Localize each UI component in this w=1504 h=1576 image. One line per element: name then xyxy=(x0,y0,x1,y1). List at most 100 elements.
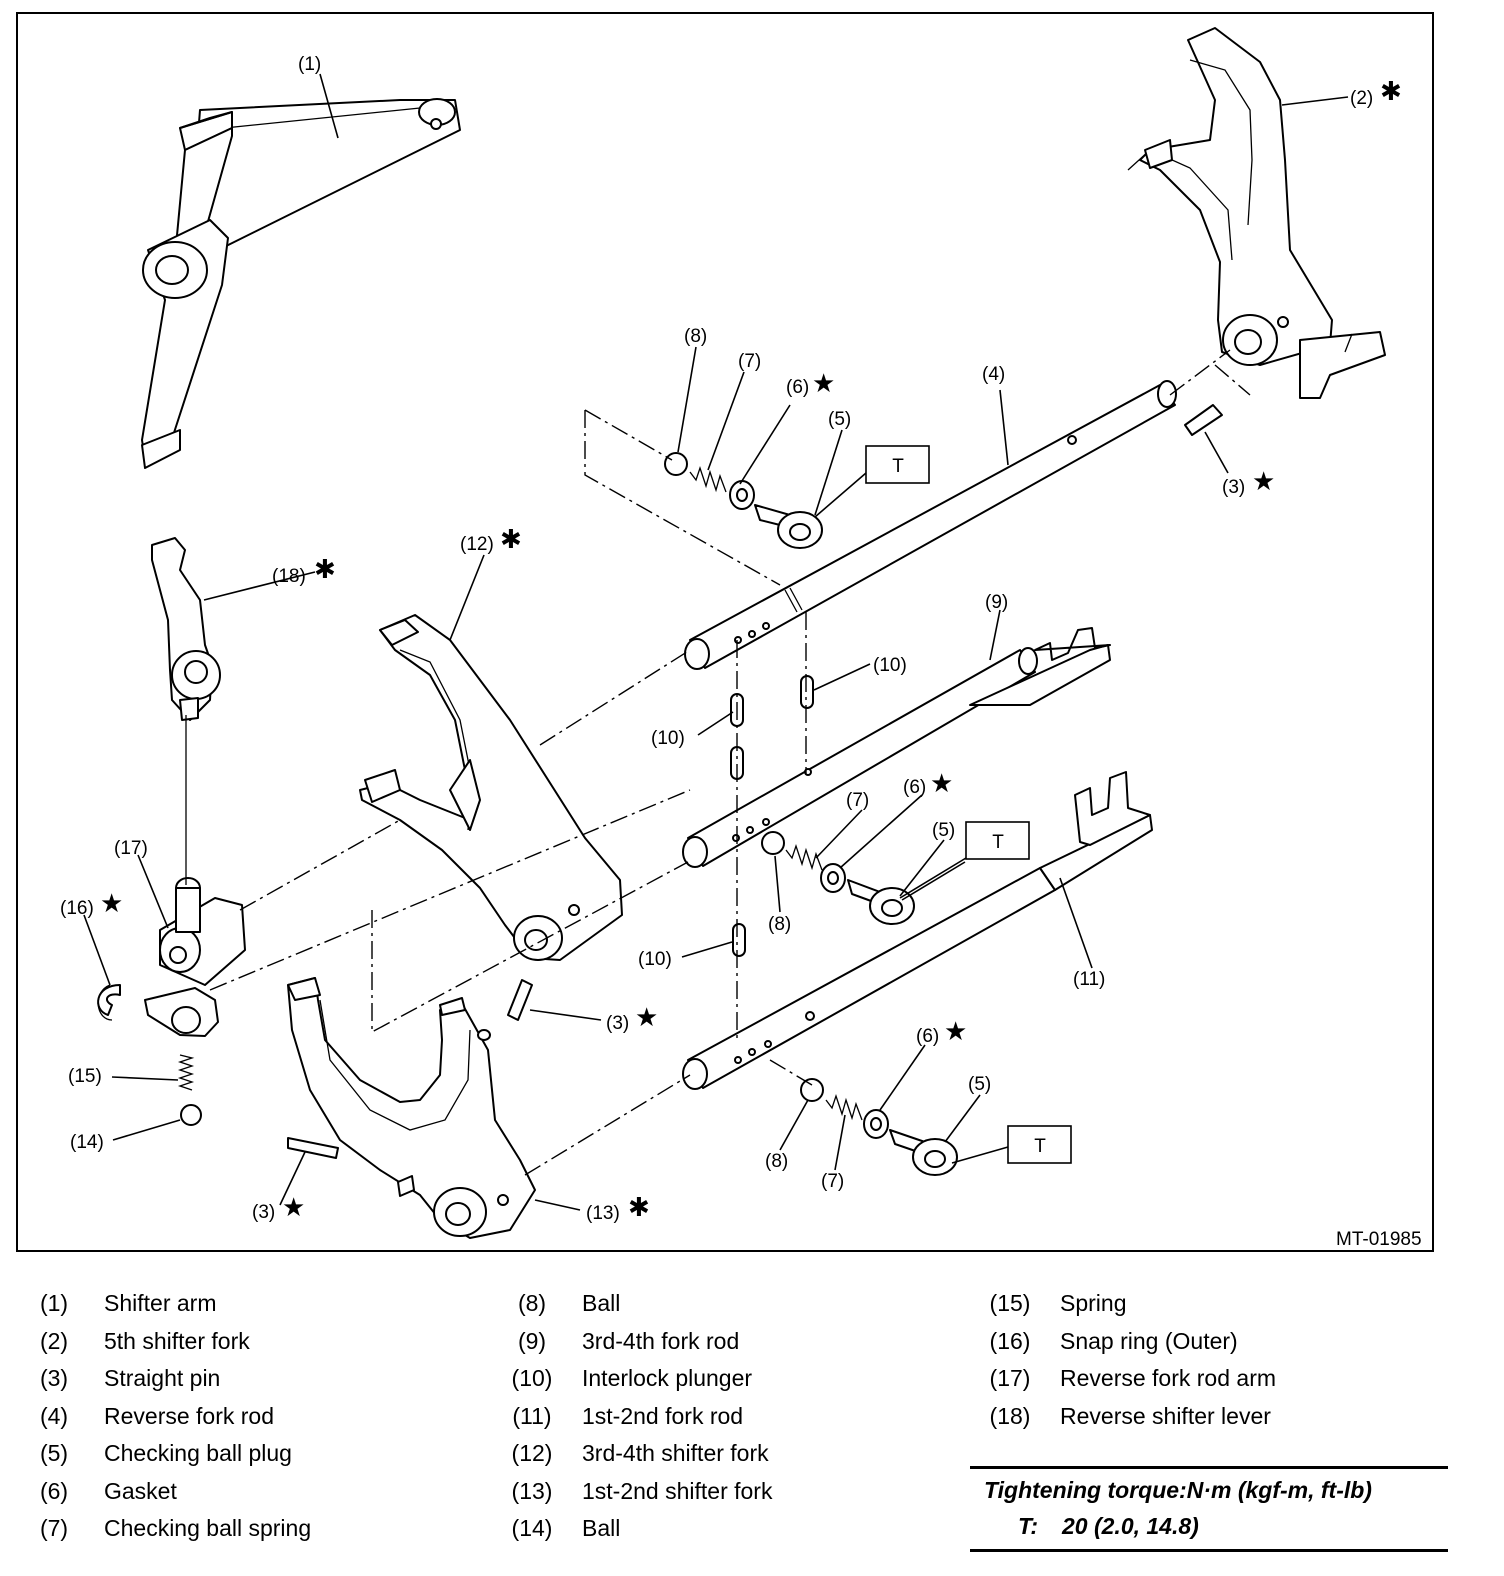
callout-8b: (8) xyxy=(768,914,791,935)
callout-1: (1) xyxy=(298,54,321,75)
legend-item-label: Straight pin xyxy=(104,1365,221,1391)
svg-text:✱: ✱ xyxy=(314,555,336,585)
legend-item-number: (7) xyxy=(39,1515,69,1541)
legend-item-label: Shifter arm xyxy=(104,1290,217,1316)
legend-item-number: (12) xyxy=(511,1440,553,1466)
5th-shifter-fork xyxy=(1127,27,1386,399)
legend-item-label: Spring xyxy=(1060,1290,1127,1316)
legend-item-number: (16) xyxy=(989,1327,1031,1354)
interlock-plungers xyxy=(730,675,814,957)
spring-15 xyxy=(177,1054,195,1091)
svg-text:✱: ✱ xyxy=(1380,77,1402,107)
legend-item-label: Ball xyxy=(582,1515,621,1541)
exploded-diagram: T T T (1) (2) ✱ (4) (8) (7) (6) ★ (5) (3… xyxy=(60,27,1422,1250)
callout-14: (14) xyxy=(70,1132,104,1153)
callout-4: (4) xyxy=(982,364,1005,385)
callout-3b: (3) xyxy=(606,1013,629,1034)
legend-item-number: (18) xyxy=(989,1402,1031,1429)
callout-6c: (6) xyxy=(916,1026,939,1047)
callout-3a: (3) xyxy=(1222,477,1245,498)
callout-7b: (7) xyxy=(846,790,869,811)
callout-3c: (3) xyxy=(252,1202,275,1223)
torque-box-2 xyxy=(965,821,1030,860)
callout-7c: (7) xyxy=(821,1171,844,1192)
svg-text:★: ★ xyxy=(100,889,123,919)
callout-7a: (7) xyxy=(738,351,761,372)
reverse-shifter-lever xyxy=(151,537,221,721)
snap-ring xyxy=(97,984,121,1021)
callout-11: (11) xyxy=(1073,969,1105,990)
callout-6a: (6) xyxy=(786,377,809,398)
callout-12: (12) xyxy=(460,534,494,555)
torque-symbol: T: xyxy=(1018,1513,1039,1539)
callout-16: (16) xyxy=(60,898,94,919)
torque-table: Tightening torque:N·m (kgf-m, ft-lb) T: … xyxy=(970,1466,1448,1552)
legend-item-number: (8) xyxy=(517,1290,547,1316)
legend-item-label: 3rd-4th fork rod xyxy=(582,1327,740,1354)
legend-item-number: (17) xyxy=(989,1365,1031,1391)
svg-text:★: ★ xyxy=(930,769,953,799)
callout-10a: (10) xyxy=(873,655,907,676)
callout-18: (18) xyxy=(272,566,306,587)
legend-item-label: 3rd-4th shifter fork xyxy=(582,1440,769,1466)
legend-item-number: (3) xyxy=(39,1365,69,1391)
figure-id: MT-01985 xyxy=(1336,1229,1422,1250)
1st-2nd-fork-rod xyxy=(682,771,1153,1090)
legend-item-label: Gasket xyxy=(104,1477,177,1504)
legend-item-label: Reverse fork rod xyxy=(104,1402,275,1429)
callout-5a: (5) xyxy=(828,409,851,430)
3rd-4th-shifter-fork xyxy=(359,614,623,961)
legend-item-number: (5) xyxy=(39,1440,69,1466)
legend-item-label: 1st-2nd shifter fork xyxy=(582,1477,773,1504)
svg-text:★: ★ xyxy=(282,1193,305,1223)
svg-text:★: ★ xyxy=(1252,467,1275,497)
callout-8c: (8) xyxy=(765,1151,788,1172)
legend-item-number: (4) xyxy=(39,1402,69,1429)
callout-6b: (6) xyxy=(903,777,926,798)
callout-9: (9) xyxy=(985,592,1008,613)
callout-8a: (8) xyxy=(684,326,707,347)
svg-text:★: ★ xyxy=(812,369,835,399)
legend-item-label: Interlock plunger xyxy=(582,1365,753,1391)
callout-17: (17) xyxy=(114,838,148,859)
callout-15: (15) xyxy=(68,1066,102,1087)
3rd-4th-fork-rod xyxy=(682,627,1111,868)
legend-item-number: (15) xyxy=(989,1290,1031,1316)
svg-text:★: ★ xyxy=(635,1003,658,1033)
legend-item-number: (9) xyxy=(517,1327,547,1354)
callout-13: (13) xyxy=(586,1203,620,1224)
legend-item-label: Checking ball plug xyxy=(104,1440,292,1466)
legend-item-number: (1) xyxy=(39,1290,69,1316)
callout-5c: (5) xyxy=(968,1074,991,1095)
torque-box-3 xyxy=(1007,1125,1072,1164)
detent-group-top xyxy=(664,452,823,549)
callout-2: (2) xyxy=(1350,88,1373,109)
legend-item-label: Checking ball spring xyxy=(104,1515,312,1541)
svg-text:✱: ✱ xyxy=(628,1193,650,1223)
svg-text:T: T xyxy=(1034,1136,1046,1157)
1st-2nd-shifter-fork xyxy=(287,977,536,1239)
legend-item-label: 5th shifter fork xyxy=(104,1327,250,1354)
svg-text:✱: ✱ xyxy=(500,525,522,555)
detent-group-middle xyxy=(761,831,915,925)
reverse-fork-rod xyxy=(684,380,1177,670)
diagram-frame xyxy=(16,12,1434,1252)
legend-item-label: Ball xyxy=(582,1290,621,1316)
callout-5b: (5) xyxy=(932,820,955,841)
legend-item-number: (11) xyxy=(512,1402,552,1429)
legend-item-label: Snap ring (Outer) xyxy=(1060,1327,1238,1354)
svg-text:T: T xyxy=(892,456,904,477)
ball-14 xyxy=(180,1104,202,1126)
callout-10c: (10) xyxy=(638,949,672,970)
svg-text:★: ★ xyxy=(944,1017,967,1047)
torque-value: 20 (2.0, 14.8) xyxy=(1062,1513,1199,1539)
parts-legend: (1)Shifter arm(2)5th shifter fork(3)Stra… xyxy=(0,1280,1504,1576)
shifter-arm xyxy=(141,98,461,469)
legend-item-number: (10) xyxy=(511,1365,553,1391)
legend-item-label: Reverse shifter lever xyxy=(1060,1402,1271,1429)
svg-text:T: T xyxy=(992,832,1004,853)
torque-title: Tightening torque:N·m (kgf-m, ft-lb) xyxy=(984,1477,1372,1503)
torque-box-1 xyxy=(865,445,930,484)
legend-item-label: 1st-2nd fork rod xyxy=(582,1402,744,1429)
legend-item-number: (14) xyxy=(511,1515,553,1541)
